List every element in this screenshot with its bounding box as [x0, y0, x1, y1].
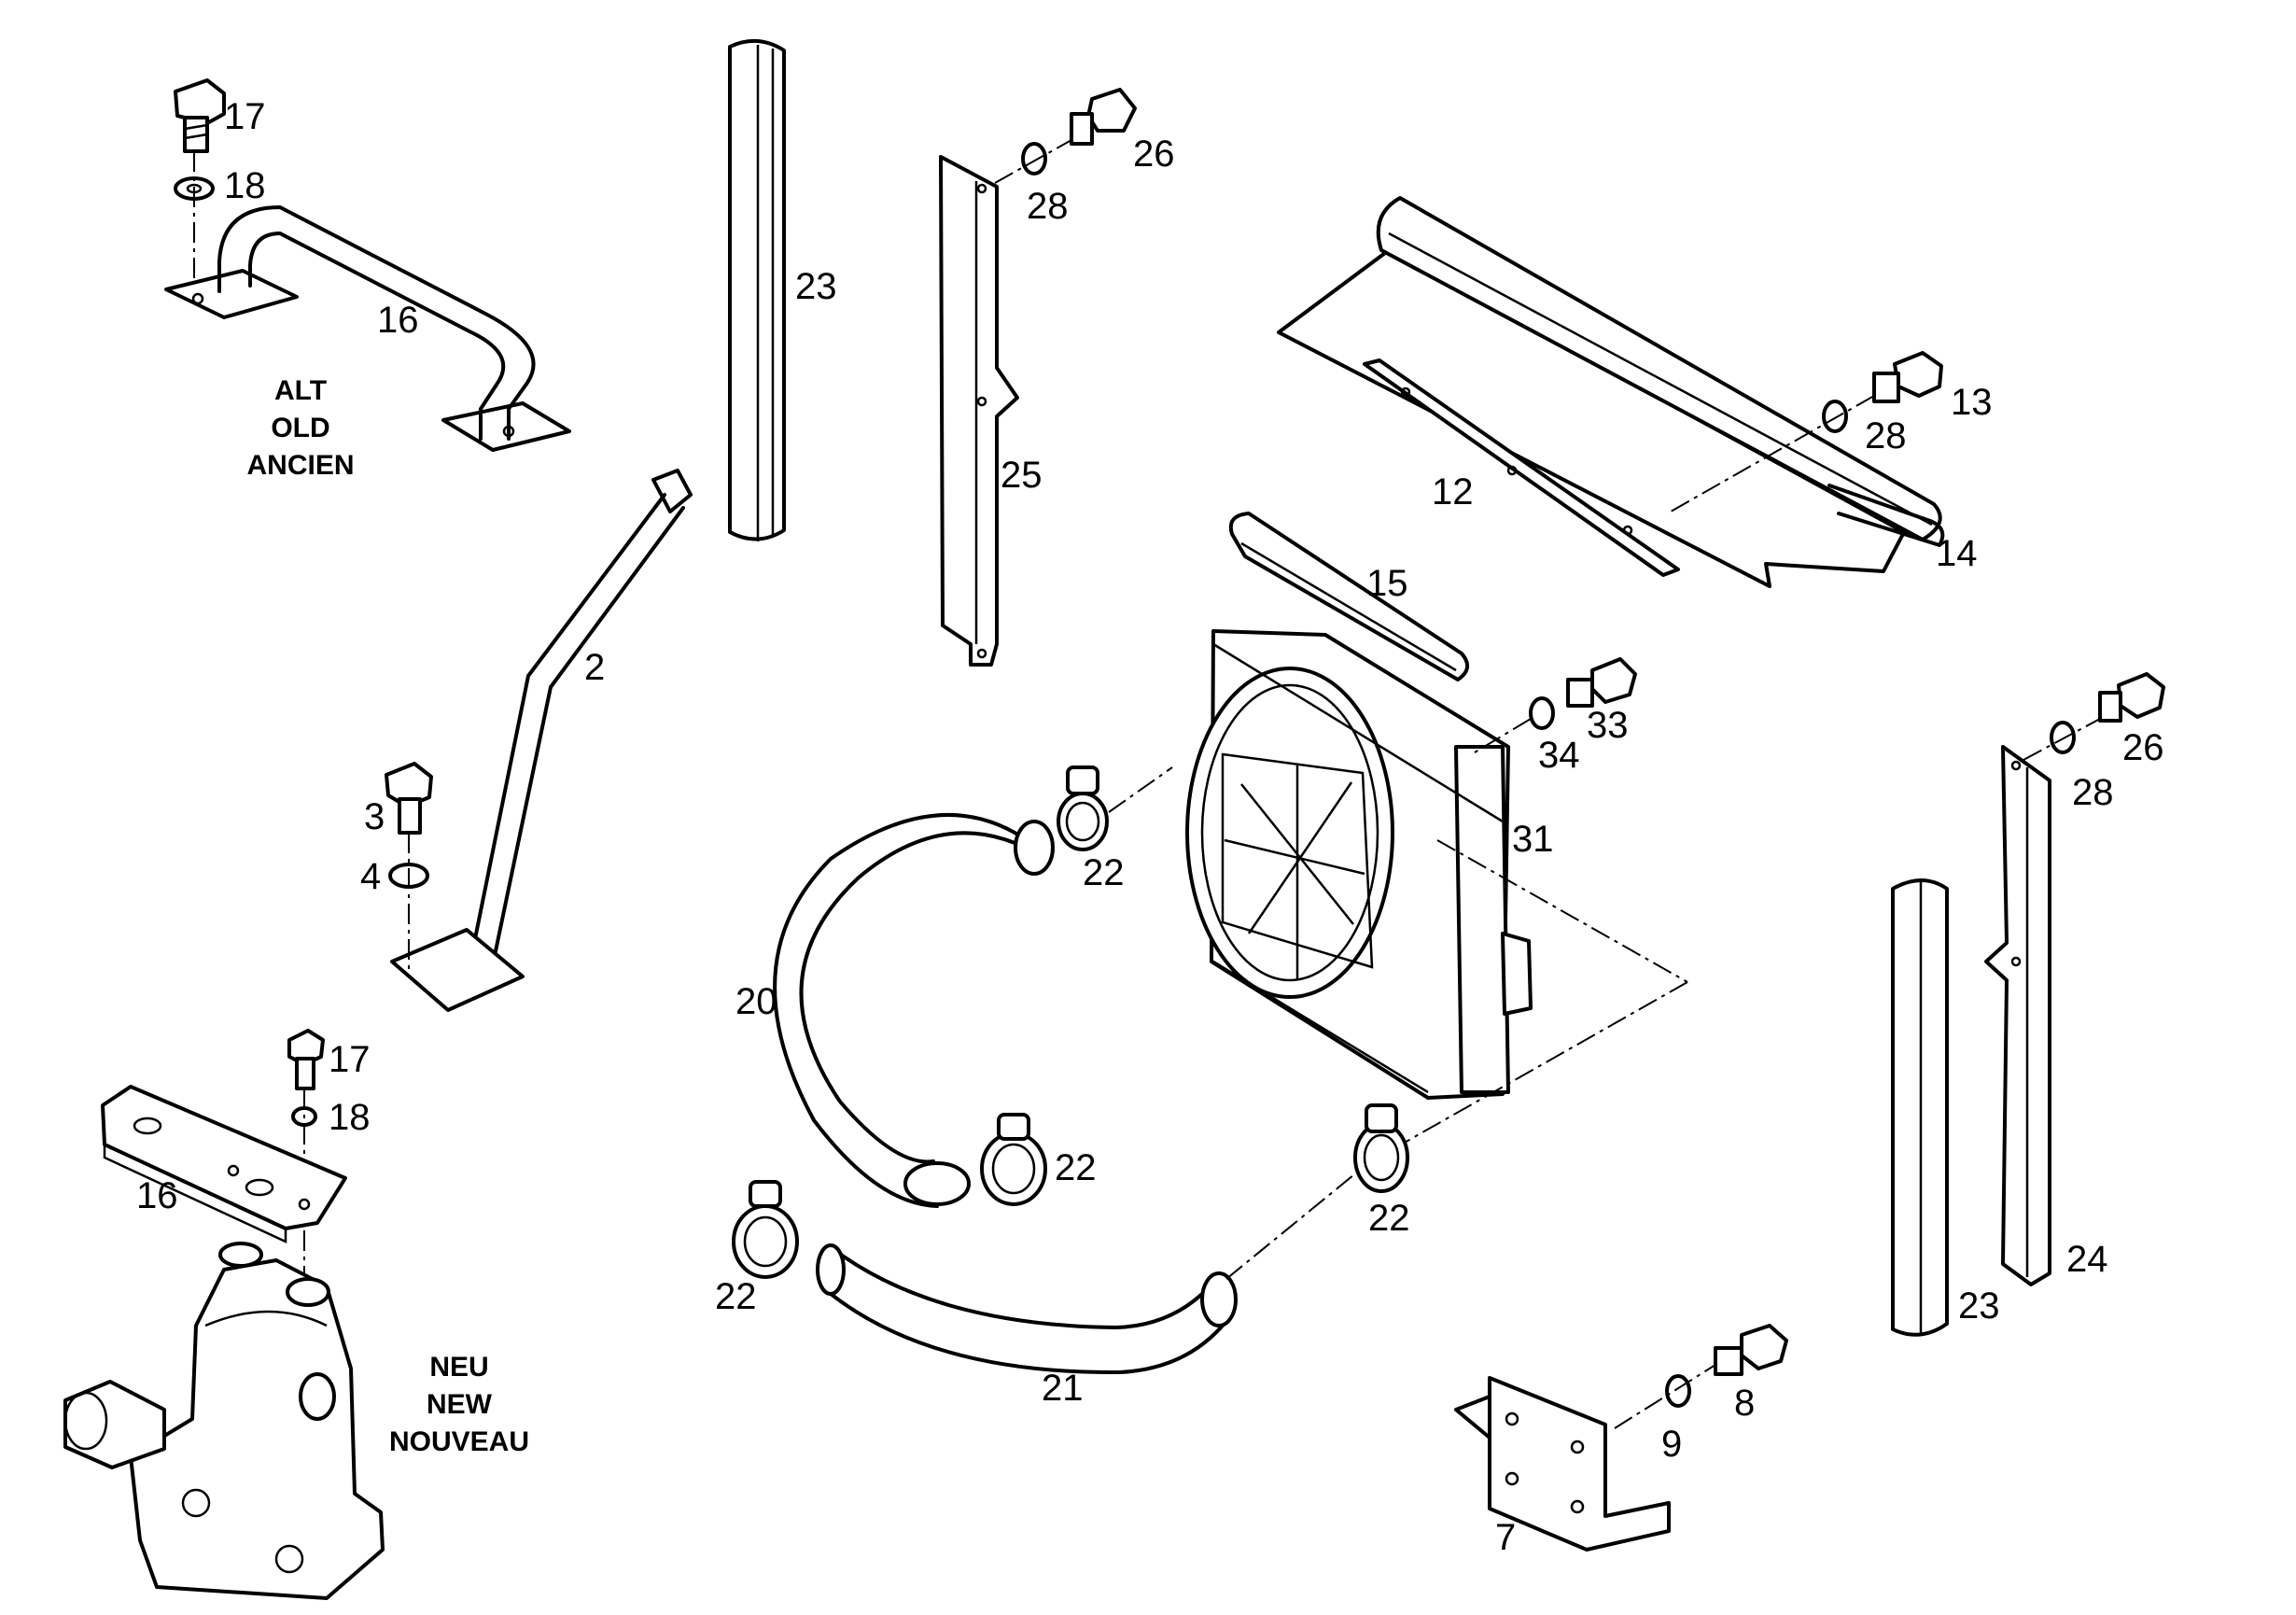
washer-28-right	[2050, 721, 2076, 754]
label-18-bottom: 18	[329, 1097, 371, 1138]
label-23-bottom: 23	[1958, 1285, 2000, 1327]
label-13: 13	[1951, 382, 1993, 423]
label-17-bottom: 17	[329, 1039, 371, 1080]
label-8: 8	[1734, 1383, 1755, 1424]
bolt-8	[1714, 1324, 1788, 1376]
hose-21	[816, 1243, 1238, 1375]
label-7: 7	[1495, 1517, 1516, 1558]
label-21: 21	[1042, 1368, 1084, 1409]
label-24: 24	[2066, 1239, 2108, 1280]
part-number-labels: 17 18 16 23 26 28 25 12 13 28 14 15 2 3 …	[136, 96, 2164, 1558]
mounting-bracket-7	[1454, 1376, 1671, 1552]
label-23-top: 23	[795, 266, 837, 307]
label-3: 3	[364, 796, 385, 837]
bolt-3	[385, 762, 433, 835]
label-4: 4	[360, 856, 381, 897]
radiator-31	[1185, 629, 1533, 1100]
label-34: 34	[1538, 735, 1580, 776]
label-12: 12	[1432, 471, 1474, 513]
label-2: 2	[584, 647, 605, 688]
cover-strip-23-top	[728, 39, 786, 541]
seal-strip-15	[1228, 512, 1469, 681]
label-16-top: 16	[377, 300, 419, 341]
cover-strip-23-bottom	[1891, 878, 1949, 1337]
label-25: 25	[1001, 455, 1043, 496]
label-22-b: 22	[1055, 1147, 1097, 1188]
variant-new-line2: NEW	[427, 1389, 493, 1420]
cover-plate-12	[1277, 196, 1942, 588]
washer-34	[1529, 696, 1555, 730]
label-22-a: 22	[1083, 852, 1125, 893]
label-15: 15	[1366, 563, 1408, 604]
label-22-d: 22	[1368, 1198, 1410, 1239]
label-20: 20	[735, 981, 777, 1022]
variant-old-line2: OLD	[271, 413, 329, 443]
label-28-cover: 28	[1865, 415, 1907, 456]
old-variant-label: ALT OLD ANCIEN	[246, 375, 354, 481]
handle-plate-16-new	[101, 1085, 347, 1243]
clamp-22-a	[1057, 765, 1109, 851]
label-18-top: 18	[224, 165, 266, 206]
variant-new-line3: NOUVEAU	[389, 1426, 529, 1457]
hose-20	[773, 813, 1055, 1208]
label-26-top: 26	[1133, 133, 1175, 175]
clamp-22-d	[1353, 1103, 1409, 1193]
clamp-22-c	[732, 1180, 799, 1279]
bolt-26-right	[2098, 672, 2165, 723]
bolt-17-bottom	[287, 1029, 325, 1090]
new-variant-label: NEU NEW NOUVEAU	[389, 1352, 529, 1457]
label-22-c: 22	[715, 1276, 757, 1317]
washer-28-cover	[1822, 400, 1848, 433]
label-17-top: 17	[224, 96, 266, 137]
label-9: 9	[1661, 1424, 1682, 1465]
variant-old-line1: ALT	[274, 375, 327, 406]
bolt-13	[1872, 351, 1943, 403]
variant-new-line1: NEU	[429, 1352, 488, 1383]
washer-9	[1665, 1374, 1691, 1408]
label-31: 31	[1512, 819, 1554, 860]
label-28-top: 28	[1027, 186, 1069, 227]
bolt-33	[1566, 657, 1637, 708]
support-rod-2	[390, 469, 693, 1012]
label-26-right: 26	[2122, 727, 2164, 768]
thermostat-housing	[63, 1242, 385, 1600]
bracket-25	[939, 155, 1019, 667]
rubber-seal-14	[1827, 484, 1945, 547]
label-33: 33	[1587, 705, 1629, 746]
variant-old-line3: ANCIEN	[246, 450, 354, 481]
label-14: 14	[1936, 533, 1978, 574]
old-handle-assembly	[164, 78, 571, 452]
bracket-24	[1984, 745, 2051, 1286]
bolt-26-top	[1070, 88, 1137, 146]
clamp-22-b	[980, 1113, 1047, 1206]
washer-28-top	[1021, 142, 1047, 176]
label-16-bottom: 16	[136, 1175, 178, 1216]
bolt-17-top	[174, 78, 226, 153]
label-28-right: 28	[2072, 772, 2114, 813]
handle-16-old	[164, 205, 571, 452]
